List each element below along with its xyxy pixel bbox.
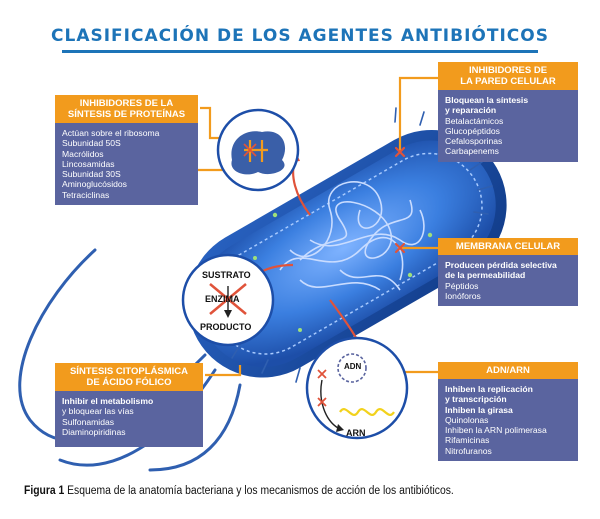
ribosomes (253, 212, 433, 332)
dna-inset (305, 336, 409, 440)
arn-label: ARN (346, 428, 366, 438)
box-body: Inhibir el metabolismo y bloquear las ví… (55, 391, 203, 447)
page-title: CLASIFICACIÓN DE LOS AGENTES ANTIBIÓTICO… (51, 26, 549, 46)
title-rule (62, 50, 538, 53)
enzyme-inset (181, 253, 275, 347)
ribosome-inset (216, 108, 300, 192)
box-header: ADN/ARN (438, 362, 578, 379)
enzima-label: ENZIMA (205, 294, 240, 304)
sustrato-label: SUSTRATO (202, 270, 251, 280)
producto-label: PRODUCTO (200, 322, 252, 332)
nucleoid-dna (279, 181, 425, 291)
box-header: MEMBRANA CELULAR (438, 238, 578, 255)
adn-label: ADN (344, 362, 362, 371)
figure-number: Figura 1 (24, 485, 65, 497)
box-membrana-celular: MEMBRANA CELULAR Producen pérdida select… (438, 238, 578, 307)
figure-caption: Figura 1 Esquema de la anatomía bacteria… (24, 485, 454, 497)
caption-text: Esquema de la anatomía bacteriana y los … (64, 485, 454, 497)
